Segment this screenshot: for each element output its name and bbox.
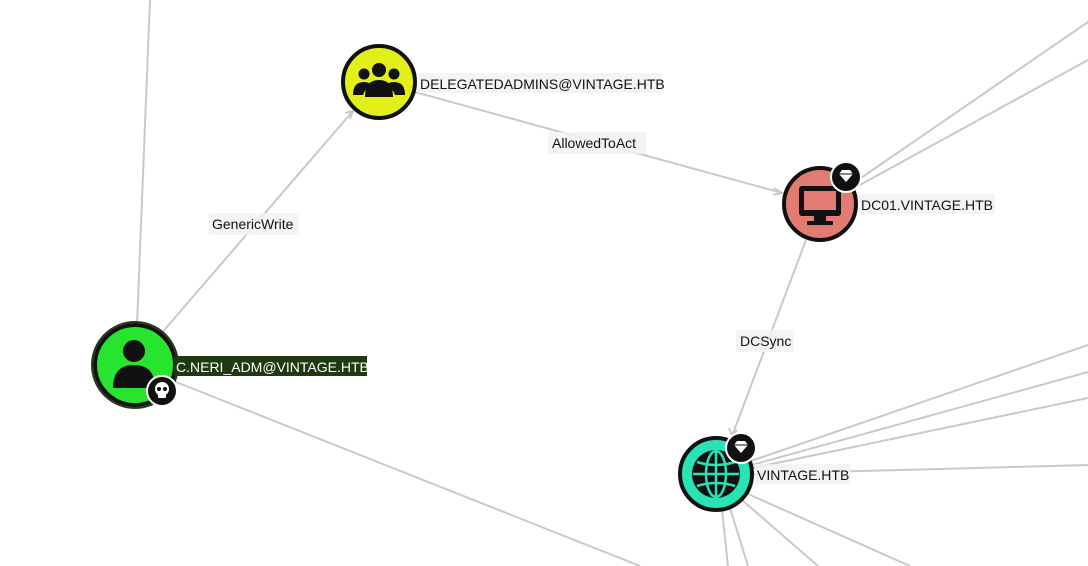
owned-badge xyxy=(146,375,178,407)
edge-offscreen-3[interactable] xyxy=(857,21,1088,181)
node-vintage[interactable]: VINTAGE.HTB xyxy=(678,432,851,512)
monitor-icon xyxy=(799,186,841,225)
edge-label-bg xyxy=(548,132,646,154)
edge-offscreen-9[interactable] xyxy=(721,509,729,566)
edge-offscreen-11[interactable] xyxy=(741,499,819,566)
user-icon xyxy=(113,340,155,388)
node-label-bg-selected xyxy=(174,356,367,376)
edge-dcsync[interactable]: DCSync xyxy=(728,239,807,438)
node-label: DC01.VINTAGE.HTB xyxy=(861,197,993,213)
node-dc01[interactable]: DC01.VINTAGE.HTB xyxy=(782,161,995,242)
edge-allowed-to-act[interactable]: AllowedToAct xyxy=(414,91,785,196)
edge-arrowhead xyxy=(772,187,785,196)
high-value-badge xyxy=(725,432,757,464)
node-label-bg xyxy=(755,464,851,484)
edge-offscreen-1[interactable] xyxy=(136,0,151,326)
edge-offscreen-10[interactable] xyxy=(729,507,749,566)
node-delegatedadmins[interactable]: DELEGATEDADMINS@VINTAGE.HTB xyxy=(341,44,665,120)
diamond-icon xyxy=(839,170,853,182)
node-label: DELEGATEDADMINS@VINTAGE.HTB xyxy=(420,76,665,92)
edge-offscreen-5[interactable] xyxy=(747,344,1088,463)
edge-offscreen-7[interactable] xyxy=(747,397,1088,470)
high-value-badge xyxy=(830,161,862,193)
edge-offscreen-2[interactable] xyxy=(175,381,641,566)
node-label-bg xyxy=(418,73,662,93)
node-label: C.NERI_ADM@VINTAGE.HTB xyxy=(176,359,369,375)
node-label-bg xyxy=(859,194,995,214)
node-c-neri-adm[interactable]: C.NERI_ADM@VINTAGE.HTB xyxy=(91,321,369,409)
edge-label: AllowedToAct xyxy=(552,135,636,151)
globe-icon xyxy=(692,449,740,499)
edge-label: DCSync xyxy=(740,333,791,349)
edge-label-bg xyxy=(736,330,794,352)
skull-icon xyxy=(155,382,169,398)
edge-label: GenericWrite xyxy=(212,216,294,232)
edge-offscreen-4[interactable] xyxy=(857,59,1088,187)
edge-offscreen-6[interactable] xyxy=(747,371,1088,467)
edge-offscreen-12[interactable] xyxy=(747,493,911,566)
background-edges xyxy=(136,0,1088,566)
users-icon xyxy=(353,63,405,97)
edge-generic-write[interactable]: GenericWrite xyxy=(159,109,355,336)
node-label: VINTAGE.HTB xyxy=(757,467,849,483)
diamond-icon xyxy=(734,441,748,453)
edge-arrowhead xyxy=(344,109,355,120)
edge-label-bg xyxy=(209,213,299,235)
